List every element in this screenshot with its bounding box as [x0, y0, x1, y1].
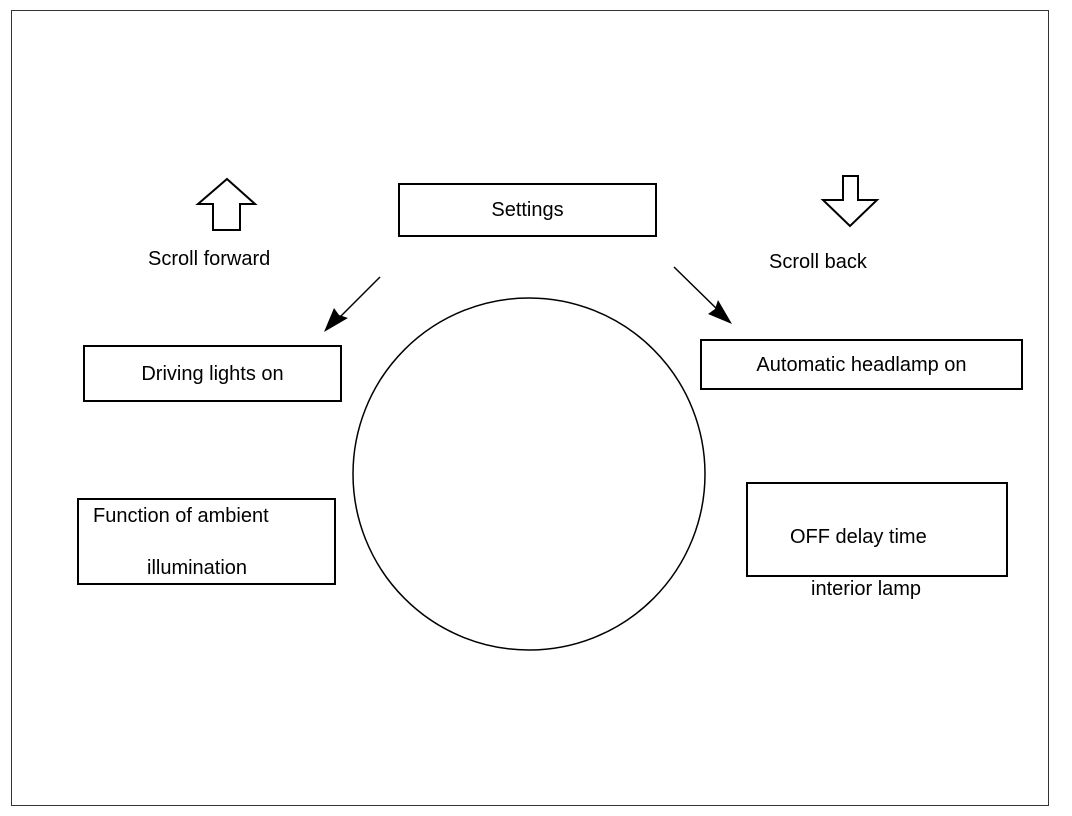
- settings-label: Settings: [491, 199, 564, 221]
- settings-box: Settings: [398, 183, 657, 237]
- off-delay-box: OFF delay time interior lamp: [746, 482, 1008, 600]
- off-delay-line1: OFF delay time: [790, 526, 927, 548]
- rotary-dial: [352, 297, 706, 651]
- driving-lights-label: Driving lights on: [141, 362, 284, 385]
- ambient-illumination-text: Function of ambient illumination: [93, 477, 269, 607]
- off-delay-text: OFF delay time interior lamp: [790, 498, 927, 628]
- ambient-illumination-box: Function of ambient illumination: [77, 498, 336, 585]
- ambient-illumination-line2: illumination: [147, 556, 248, 579]
- up-arrow-icon: [195, 177, 258, 231]
- automatic-headlamp-box: Automatic headlamp on: [700, 339, 1023, 390]
- driving-lights-box: Driving lights on: [83, 345, 342, 402]
- ambient-illumination-line1: Function of ambient: [93, 504, 269, 527]
- arrow-to-automatic-headlamp: [673, 266, 721, 313]
- down-arrow-icon: [820, 175, 880, 228]
- off-delay-line2: interior lamp: [811, 578, 922, 600]
- diagram-frame: [11, 10, 1049, 806]
- arrowhead-automatic-headlamp: [708, 300, 732, 324]
- scroll-forward-label: Scroll forward: [148, 248, 271, 270]
- scroll-back-label: Scroll back: [769, 251, 867, 273]
- arrowhead-driving-lights: [324, 308, 348, 332]
- automatic-headlamp-label: Automatic headlamp on: [756, 353, 967, 376]
- arrow-to-driving-lights: [337, 276, 381, 320]
